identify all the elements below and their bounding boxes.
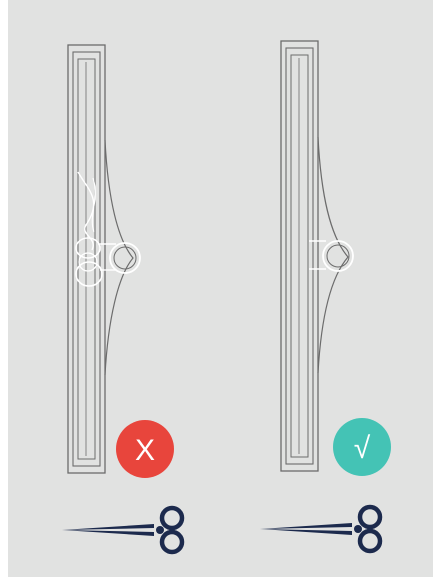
thread-comparison-illustration: X bbox=[8, 0, 433, 577]
fabric-curve-left bbox=[104, 139, 134, 376]
thread-spool-icon bbox=[322, 240, 354, 272]
check-symbol: √ bbox=[354, 432, 371, 465]
correct-example: √ bbox=[260, 40, 391, 554]
wrong-badge: X bbox=[116, 420, 174, 478]
check-icon bbox=[333, 418, 391, 476]
right-badge: √ bbox=[333, 418, 391, 476]
scissors-icon bbox=[260, 504, 383, 554]
scissors-icon bbox=[62, 505, 185, 555]
incorrect-example: X bbox=[62, 44, 185, 555]
fabric-curve-right bbox=[317, 136, 349, 374]
tangled-thread-icon bbox=[75, 171, 116, 287]
illustration-background bbox=[8, 0, 433, 577]
cross-icon bbox=[116, 420, 174, 478]
cross-symbol: X bbox=[135, 434, 155, 467]
thread-spool-icon bbox=[109, 242, 141, 274]
neat-thread bbox=[309, 240, 326, 270]
thread-column-right bbox=[280, 40, 319, 472]
thread-column-left bbox=[67, 44, 106, 474]
